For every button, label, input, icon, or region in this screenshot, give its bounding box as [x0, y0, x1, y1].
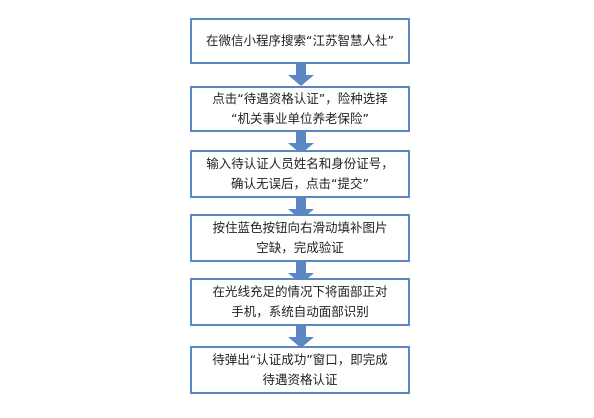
step-4-text-line-1: 按住蓝色按钮向右滑动填补图片	[212, 220, 388, 235]
step-5-text-line-1: 在光线充足的情况下将面部正对	[212, 284, 388, 299]
step-5-text-line-2: 手机，系统自动面部识别	[231, 304, 369, 319]
step-1-box: 在微信小程序搜索“江苏智慧人社”	[190, 18, 410, 64]
step-4-box: 按住蓝色按钮向右滑动填补图片 空缺，完成验证	[190, 214, 410, 262]
step-6-text-line-1: 待弹出“认证成功”窗口，即完成	[212, 352, 388, 367]
step-4-text-line-2: 空缺，完成验证	[256, 240, 344, 255]
step-3-box: 输入待认证人员姓名和身份证号， 确认无误后，点击“提交”	[190, 150, 410, 198]
arrow-down-5	[288, 326, 314, 348]
arrow-down-2	[288, 132, 314, 154]
step-3-text-line-1: 输入待认证人员姓名和身份证号，	[206, 156, 394, 171]
step-3-text-line-2: 确认无误后，点击“提交”	[231, 176, 369, 191]
step-2-text-line-2: “机关事业单位养老保险”	[231, 111, 369, 126]
step-5-box: 在光线充足的情况下将面部正对 手机，系统自动面部识别	[190, 278, 410, 326]
step-2-box: 点击“待遇资格认证”，险种选择 “机关事业单位养老保险”	[190, 86, 410, 132]
step-1-text-line-1: 在微信小程序搜索“江苏智慧人社”	[206, 33, 394, 48]
arrow-down-1	[288, 64, 314, 86]
step-2-text-line-1: 点击“待遇资格认证”，险种选择	[212, 91, 388, 106]
step-6-text-line-2: 待遇资格认证	[262, 372, 338, 387]
step-6-box: 待弹出“认证成功”窗口，即完成 待遇资格认证	[190, 346, 410, 394]
